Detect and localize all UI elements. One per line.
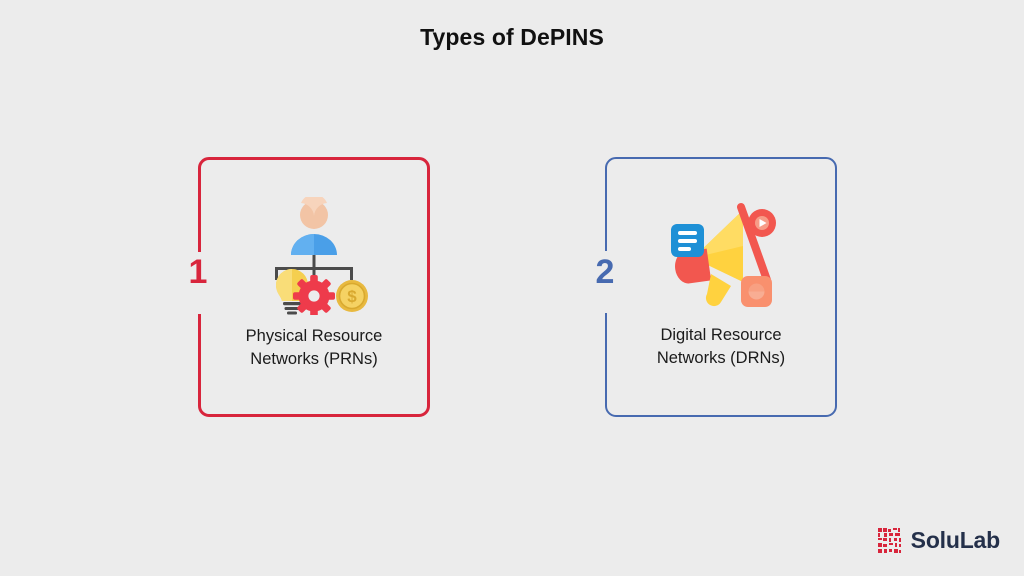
card-physical-resource-networks[interactable]: $ Physical Resource Networks (PRNs): [196, 157, 430, 417]
card-digital-resource-networks[interactable]: Digital Resource Networks (DRNs): [602, 157, 837, 417]
svg-text:$: $: [347, 287, 357, 306]
border-gap: [196, 252, 205, 314]
card-label-line2: Networks (DRNs): [656, 349, 786, 368]
solulab-logo-text: SoluLab: [910, 527, 1001, 553]
border-gap: [602, 251, 611, 313]
card-label-line1: Digital Resource: [660, 326, 782, 344]
solulab-logo-mark: [877, 527, 901, 553]
page-title: Types of DePINS: [420, 24, 604, 50]
card-label: Physical Resource Networks (PRNs): [201, 325, 427, 372]
card-number-1: 1: [188, 253, 208, 291]
card-label: Digital Resource Networks (DRNs): [607, 324, 835, 371]
physical-resource-network-icon: $: [201, 196, 427, 316]
solulab-logo: SoluLab: [877, 527, 1001, 554]
card-label-line1: Physical Resource: [245, 327, 383, 345]
card-label-line2: Networks (PRNs): [250, 350, 378, 369]
card-number-2: 2: [595, 253, 615, 291]
digital-resource-network-icon: [607, 195, 835, 315]
